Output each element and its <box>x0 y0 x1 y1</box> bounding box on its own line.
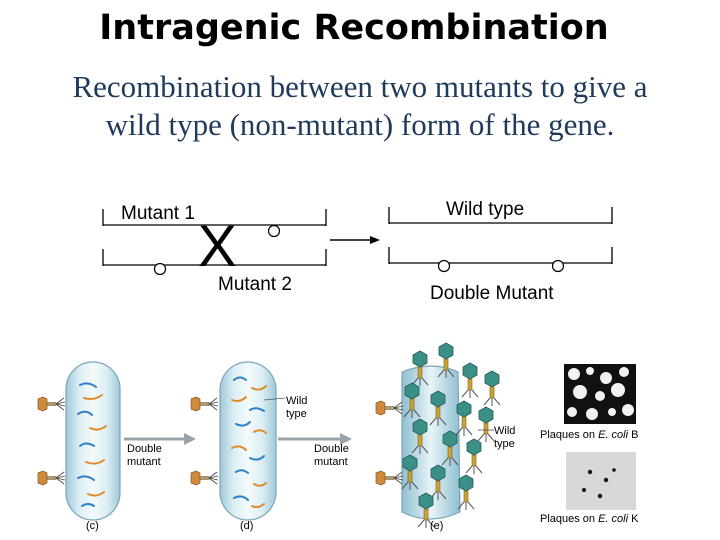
subtitle-line-2: wild type (non-mutant) form of the gene. <box>105 107 615 142</box>
mutant2-label: Mutant 2 <box>218 274 292 295</box>
wild-type-label: Wild type <box>446 199 525 220</box>
cross-symbol: X <box>198 214 237 279</box>
plaque-image-k <box>566 452 636 510</box>
cell-e <box>375 342 501 529</box>
wild-type-gene-bar <box>388 207 613 224</box>
mutation-site-circle <box>267 224 281 238</box>
plaques-b-prefix: Plaques on <box>540 429 598 441</box>
arrow <box>278 433 352 445</box>
double-mutant-label: mutant <box>314 456 348 468</box>
double-mutant-label: Double <box>314 443 349 455</box>
page-title: Intragenic Recombination <box>99 8 609 48</box>
double-mutant-label: Double Mutant <box>430 283 554 304</box>
cell-d <box>190 361 277 521</box>
mutation-site-circle <box>153 262 167 276</box>
double-mutant-label: mutant <box>127 456 161 468</box>
plaques-b-organism: E. coli <box>598 429 629 441</box>
plaque-image-b <box>564 364 636 424</box>
panel-label-d: (d) <box>240 520 253 532</box>
panel-label-e: (e) <box>430 520 443 532</box>
mutant1-gene-bar <box>102 209 327 226</box>
plaques-k-suffix: K <box>628 513 639 525</box>
plaques-k-label: Plaques on E. coli K <box>540 513 639 525</box>
subtitle-line-1: Recombination between two mutants to giv… <box>72 69 648 104</box>
arrow <box>330 236 380 244</box>
wild-type-label: Wild <box>494 425 515 437</box>
plaques-b-suffix: B <box>628 429 638 441</box>
wild-type-label: type <box>494 438 515 450</box>
subtitle: Recombination between two mutants to giv… <box>10 68 710 144</box>
cell-c <box>37 361 121 521</box>
plaques-k-organism: E. coli <box>598 513 629 525</box>
panel-label-c: (c) <box>86 520 99 532</box>
mutant1-label: Mutant 1 <box>121 203 195 224</box>
double-mutant-label: Double <box>127 443 162 455</box>
plaques-k-prefix: Plaques on <box>540 513 598 525</box>
wild-type-label: Wild <box>286 395 307 407</box>
mutation-site-circle <box>437 259 451 273</box>
wild-type-label: type <box>286 408 307 420</box>
plaques-b-label: Plaques on E. coli B <box>540 429 638 441</box>
double-mutant-gene-bar <box>388 247 613 264</box>
mutation-site-circle <box>551 259 565 273</box>
arrow <box>124 433 196 445</box>
mutant2-gene-bar <box>102 249 327 266</box>
